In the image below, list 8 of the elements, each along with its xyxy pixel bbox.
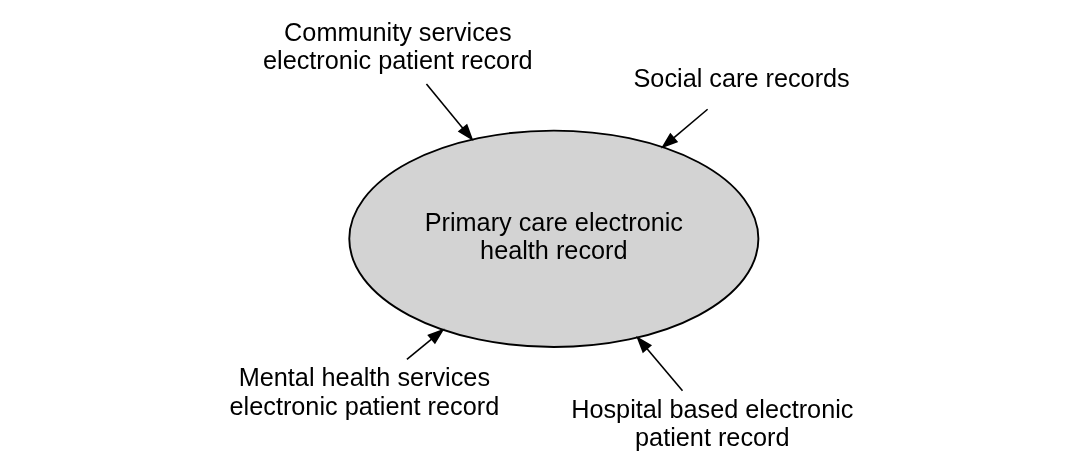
arrow	[406, 328, 445, 361]
node-text: Social care records	[633, 63, 850, 92]
node-text: Community services electronic patient record	[262, 17, 533, 75]
arrow	[425, 83, 474, 142]
arrow	[660, 108, 709, 149]
arrow	[636, 335, 684, 392]
node-text: Hospital based electronic patient record	[571, 394, 854, 452]
node-text: Mental health services electronic patient record	[229, 363, 500, 420]
